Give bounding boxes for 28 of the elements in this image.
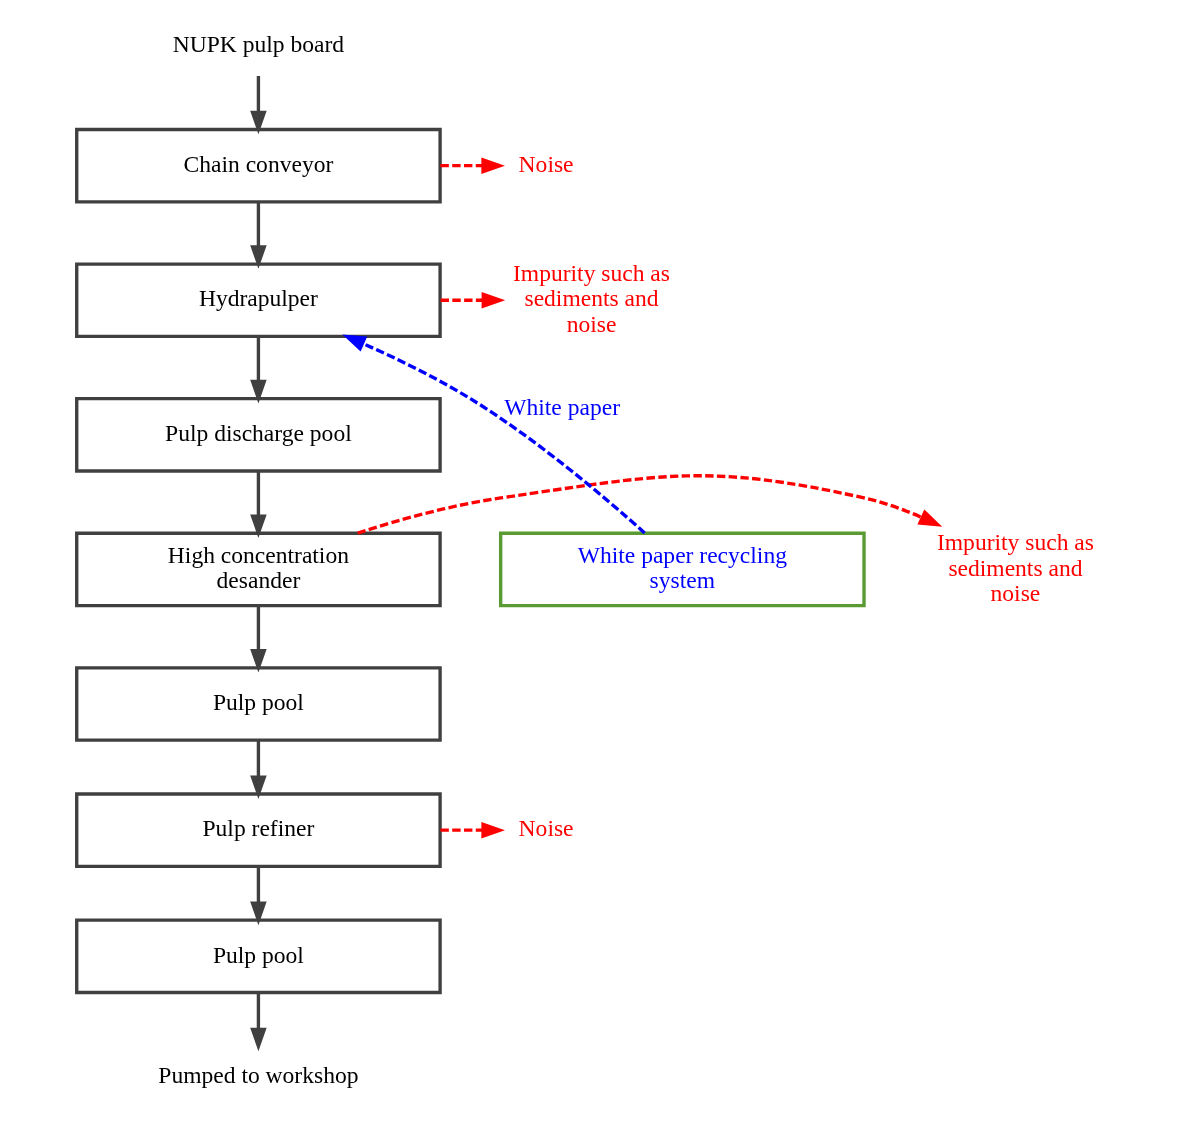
node-box: Pulp refiner	[75, 792, 442, 868]
arrow	[440, 292, 506, 309]
arrow	[250, 993, 267, 1052]
arrow	[250, 471, 267, 538]
arrow	[440, 157, 505, 174]
node-box: Pulp discharge pool	[75, 397, 442, 473]
node-box: White paper recycling system	[499, 531, 866, 608]
arrow	[357, 474, 943, 535]
node-box: Chain conveyor	[75, 127, 442, 204]
arrow	[250, 866, 267, 926]
node-box: Pulp pool	[75, 918, 442, 995]
node-text: Noise	[518, 150, 574, 177]
node-text: Noise	[518, 815, 574, 842]
arrow	[250, 75, 267, 135]
node-text: Impurity such as sediments and noise	[936, 529, 1094, 606]
node-text: Pumped to workshop	[158, 1061, 359, 1088]
arrow	[250, 606, 267, 673]
arrow	[250, 202, 267, 269]
node-box: Hydrapulper	[75, 262, 442, 339]
node-box: High concentration desander	[75, 531, 442, 608]
edge-label: White paper	[504, 393, 620, 420]
arrow	[250, 337, 267, 404]
node-text: NUPK pulp board	[172, 30, 345, 57]
node-box: Pulp pool	[75, 666, 442, 742]
arrow	[440, 821, 505, 839]
arrow	[250, 740, 267, 800]
arrow	[342, 334, 646, 535]
node-text: Impurity such as sediments and noise	[513, 260, 670, 337]
